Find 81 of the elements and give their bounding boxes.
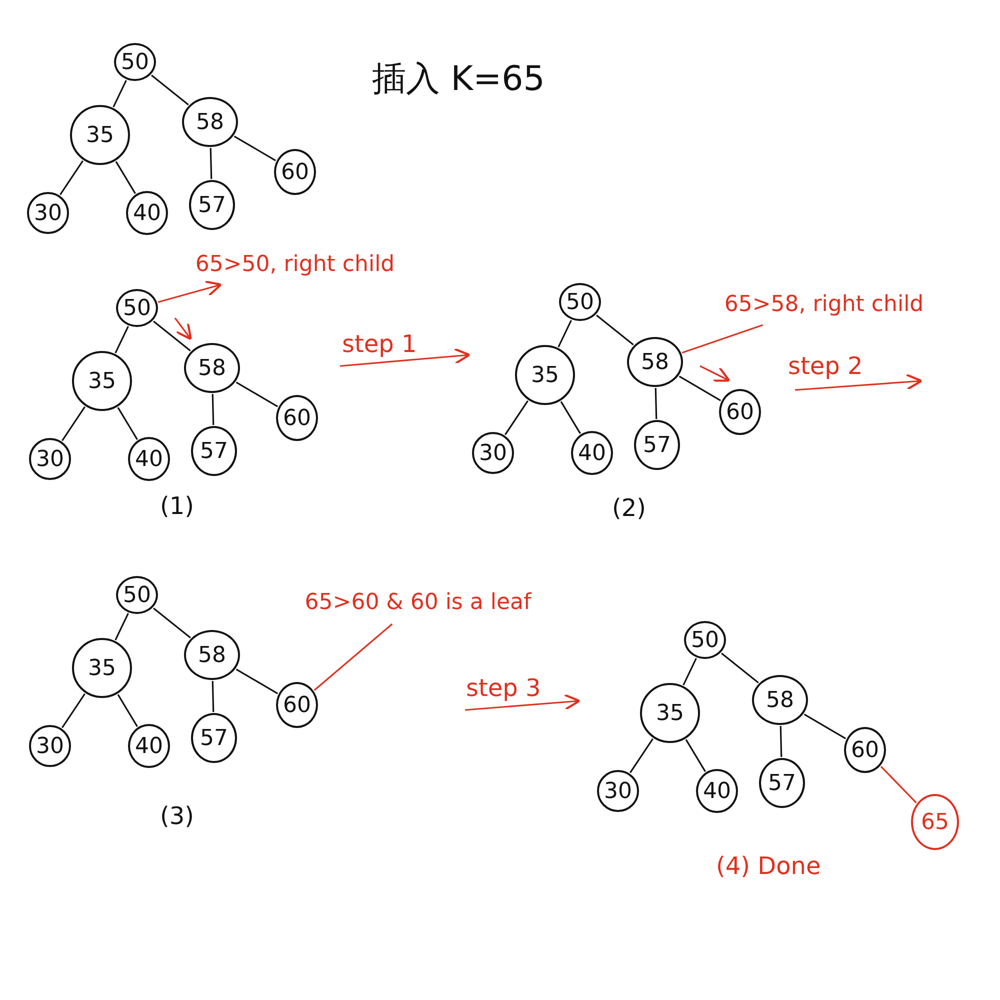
figure-label: (4) Done	[716, 852, 821, 880]
tree-edge	[153, 320, 191, 352]
tree-edge	[780, 726, 782, 758]
tree-edge	[804, 714, 846, 740]
tree-node: 35	[515, 345, 575, 405]
tree-edge	[62, 406, 86, 442]
leader-line	[682, 324, 764, 354]
step-label: step 2	[788, 352, 863, 380]
tree-node: 40	[696, 769, 738, 813]
tree-node: 57	[189, 180, 235, 230]
tree-node: 58	[627, 337, 683, 387]
tree-node: 60	[276, 395, 318, 441]
annotation-text: 65>60 & 60 is a leaf	[263, 584, 573, 620]
tree-edge	[212, 394, 214, 426]
tree-node: 50	[116, 576, 158, 614]
leader-line	[158, 280, 222, 303]
tree-edge	[880, 766, 917, 804]
figure-label: (3)	[160, 802, 194, 830]
tree-edge	[654, 388, 658, 420]
tree-edge	[678, 376, 722, 402]
tree-node: 35	[640, 683, 700, 743]
tree-node: 58	[184, 343, 240, 393]
tree-node: 30	[29, 725, 71, 767]
tree-edge	[682, 658, 697, 686]
tree-node: 60	[274, 149, 316, 195]
tree-node: 30	[472, 432, 514, 474]
tree-edge	[504, 400, 528, 436]
tree-node: 65	[911, 794, 959, 850]
tree-edge	[685, 739, 706, 772]
tree-node: 35	[72, 351, 132, 411]
tree-node: 60	[276, 682, 318, 728]
tree-node: 58	[184, 630, 240, 680]
tree-node: 57	[191, 426, 237, 476]
tree-edge	[117, 407, 138, 440]
tree-node: 50	[559, 283, 601, 321]
tree-edge	[114, 612, 129, 640]
tree-edge	[212, 680, 214, 712]
tree-node: 57	[634, 420, 680, 470]
tree-edge	[62, 693, 86, 728]
tree-edge	[234, 136, 276, 162]
title: 插入 K=65	[372, 58, 545, 101]
figure-label: (2)	[612, 494, 646, 522]
tree-edge	[560, 401, 581, 434]
tree-edge	[114, 326, 129, 354]
tree-node: 35	[70, 105, 130, 165]
step-label: step 1	[342, 330, 417, 358]
tree-edge	[210, 148, 212, 180]
tree-edge	[115, 161, 136, 194]
tree-node: 57	[191, 713, 237, 763]
tree-node: 40	[126, 191, 168, 235]
tree-edge	[630, 738, 654, 774]
tree-edge	[153, 608, 191, 638]
tree-node: 60	[844, 727, 886, 773]
tree-edge	[117, 694, 138, 727]
tree-node: 30	[597, 770, 639, 812]
tree-node: 30	[29, 438, 71, 480]
tree-node: 40	[571, 431, 613, 475]
tree-node: 50	[114, 43, 156, 81]
tree-node: 35	[72, 638, 132, 698]
tree-node: 50	[116, 289, 158, 327]
tree-node: 58	[182, 97, 238, 147]
tree-edge	[60, 160, 84, 196]
tree-node: 40	[128, 437, 170, 481]
tree-node: 60	[719, 389, 761, 435]
tree-edge	[721, 652, 759, 684]
tree-edge	[112, 80, 127, 108]
tree-node: 30	[27, 192, 69, 234]
annotation-text: 65>58, right child	[724, 287, 924, 321]
step-label: step 3	[466, 674, 541, 702]
annotation-text: 65>50, right child	[184, 247, 406, 281]
tree-edge	[596, 314, 634, 346]
tree-node: 50	[684, 621, 726, 659]
figure-label: (1)	[160, 492, 194, 520]
tree-edge	[151, 74, 189, 106]
tree-node: 57	[759, 758, 805, 808]
tree-node: 58	[752, 675, 808, 725]
tree-edge	[558, 320, 572, 348]
tree-node: 40	[128, 724, 170, 768]
leader-line	[314, 623, 393, 691]
tree-edge	[236, 668, 278, 694]
tree-edge	[236, 382, 278, 408]
